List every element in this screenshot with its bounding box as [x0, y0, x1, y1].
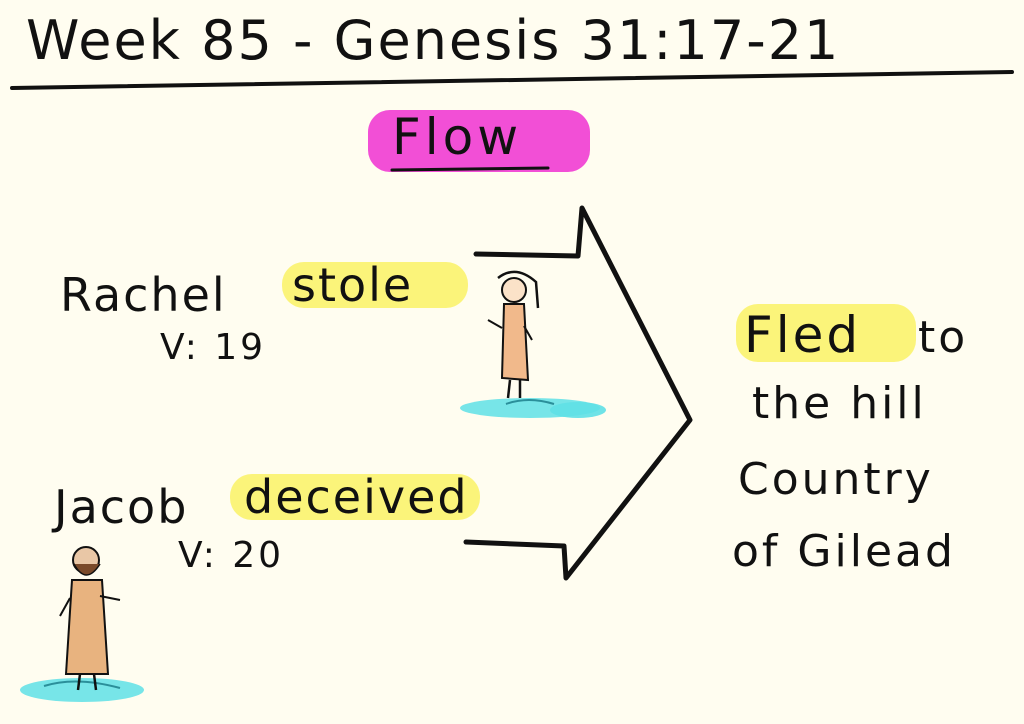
- destination-line2: the hill: [752, 378, 927, 429]
- stole-highlight: [282, 262, 468, 308]
- page-title: Week 85 - Genesis 31:17-21: [26, 9, 841, 72]
- rachel-name: Rachel: [60, 268, 227, 322]
- title-underline: [10, 70, 1014, 90]
- jacob-name: Jacob: [54, 480, 189, 534]
- deceived-highlight: [230, 474, 480, 520]
- jacob-verse: V: 20: [178, 535, 285, 576]
- flow-highlight: [368, 110, 590, 172]
- arrow-bracket-icon: [463, 205, 693, 581]
- destination-to: to: [918, 312, 969, 363]
- fled-highlight: [736, 304, 916, 362]
- rachel-verb: stole: [292, 258, 414, 312]
- destination-line4: of Gilead: [732, 526, 956, 577]
- jacob-verb: deceived: [244, 470, 469, 524]
- destination-line3: Country: [738, 454, 934, 505]
- rachel-verse: V: 19: [160, 327, 267, 368]
- flow-heading: Flow: [392, 108, 523, 166]
- jacob-figure-icon: [20, 546, 144, 702]
- rachel-figure-icon: [460, 270, 606, 418]
- fled-word: Fled: [744, 306, 862, 364]
